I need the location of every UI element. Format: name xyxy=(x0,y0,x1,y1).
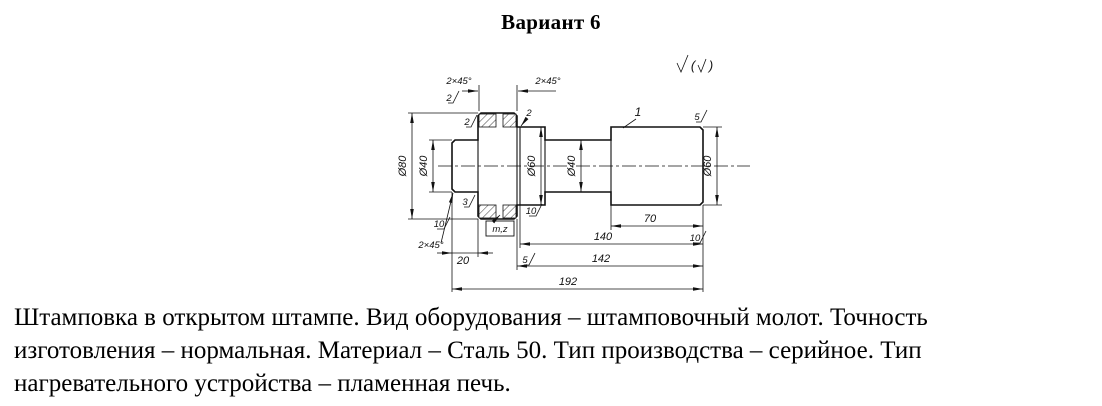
roughness-mark: 2 xyxy=(463,114,478,128)
svg-text:2: 2 xyxy=(463,117,470,128)
length-dimensions: 70 140 142 192 20 xyxy=(437,213,703,291)
shaft-drawing-svg: Ø80 Ø40 Ø60 Ø40 Ø60 70 140 142 192 20 2×… xyxy=(397,54,750,292)
roughness-mark: 10 xyxy=(526,203,543,217)
knurl-callout: m,z xyxy=(485,214,515,237)
roughness-mark: 2 xyxy=(445,90,460,104)
dim-label-192: 192 xyxy=(559,276,577,288)
diameter-dimensions: Ø80 Ø40 Ø60 Ø40 Ø60 xyxy=(397,113,719,219)
chamfer-label-top-right: 2×45° xyxy=(534,76,560,87)
svg-text:10: 10 xyxy=(690,233,701,244)
dim-label-d60-right: Ø60 xyxy=(702,155,714,178)
roughness-mark: 3 xyxy=(462,194,476,208)
roughness-marks: 2 2 5 3 10 10 xyxy=(434,90,708,266)
svg-text:2: 2 xyxy=(445,93,452,104)
roughness-mark: 10 xyxy=(434,216,451,230)
chamfer-label-top-left: 2×45° xyxy=(445,76,471,87)
knurl-hatch-bands xyxy=(478,113,517,219)
step-transition-lines xyxy=(477,127,612,205)
dim-label-d60-mid: Ø60 xyxy=(526,155,538,178)
knurl-label: m,z xyxy=(492,224,508,235)
dim-label-d40-left: Ø40 xyxy=(418,155,430,178)
dim-label-d80: Ø80 xyxy=(397,155,409,178)
roughness-mark: 5 xyxy=(522,252,536,266)
svg-text:5: 5 xyxy=(694,112,700,123)
general-roughness-paren-close: ) xyxy=(707,58,713,73)
page-title: Вариант 6 xyxy=(501,10,601,34)
general-roughness-paren-open: ( xyxy=(691,58,697,73)
general-roughness-symbol: ( ) xyxy=(676,54,713,74)
roughness-mark: 5 xyxy=(694,109,708,123)
svg-text:10: 10 xyxy=(434,219,445,230)
roughness-mark: 10 xyxy=(690,230,707,244)
dim-label-142: 142 xyxy=(592,253,610,265)
caption-line-3: нагревательного устройства – пламенная п… xyxy=(14,370,511,397)
svg-text:3: 3 xyxy=(462,197,468,208)
dim-label-140: 140 xyxy=(594,231,613,243)
chamfer-label-bottom-left: 2×45° xyxy=(417,240,443,251)
svg-text:10: 10 xyxy=(526,206,537,217)
part-number-label: 1 xyxy=(635,105,642,119)
svg-text:5: 5 xyxy=(522,255,528,266)
part-number-callout: 1 xyxy=(622,105,642,129)
step-width-label: 2 xyxy=(525,108,532,119)
chamfer-callouts: 2×45° 2×45° 2×45° 2 xyxy=(417,76,560,251)
task-description: Штамповка в открытом штампе. Вид оборудо… xyxy=(14,301,1094,400)
dim-label-d40-mid: Ø40 xyxy=(566,155,578,178)
extension-lines xyxy=(408,85,722,292)
caption-line-2: изготовления – нормальная. Материал – Ст… xyxy=(14,337,922,364)
dim-label-20: 20 xyxy=(456,255,470,267)
technical-drawing: Ø80 Ø40 Ø60 Ø40 Ø60 70 140 142 192 20 2×… xyxy=(397,54,750,292)
dim-label-70: 70 xyxy=(644,213,657,225)
caption-line-1: Штамповка в открытом штампе. Вид оборудо… xyxy=(14,304,928,331)
